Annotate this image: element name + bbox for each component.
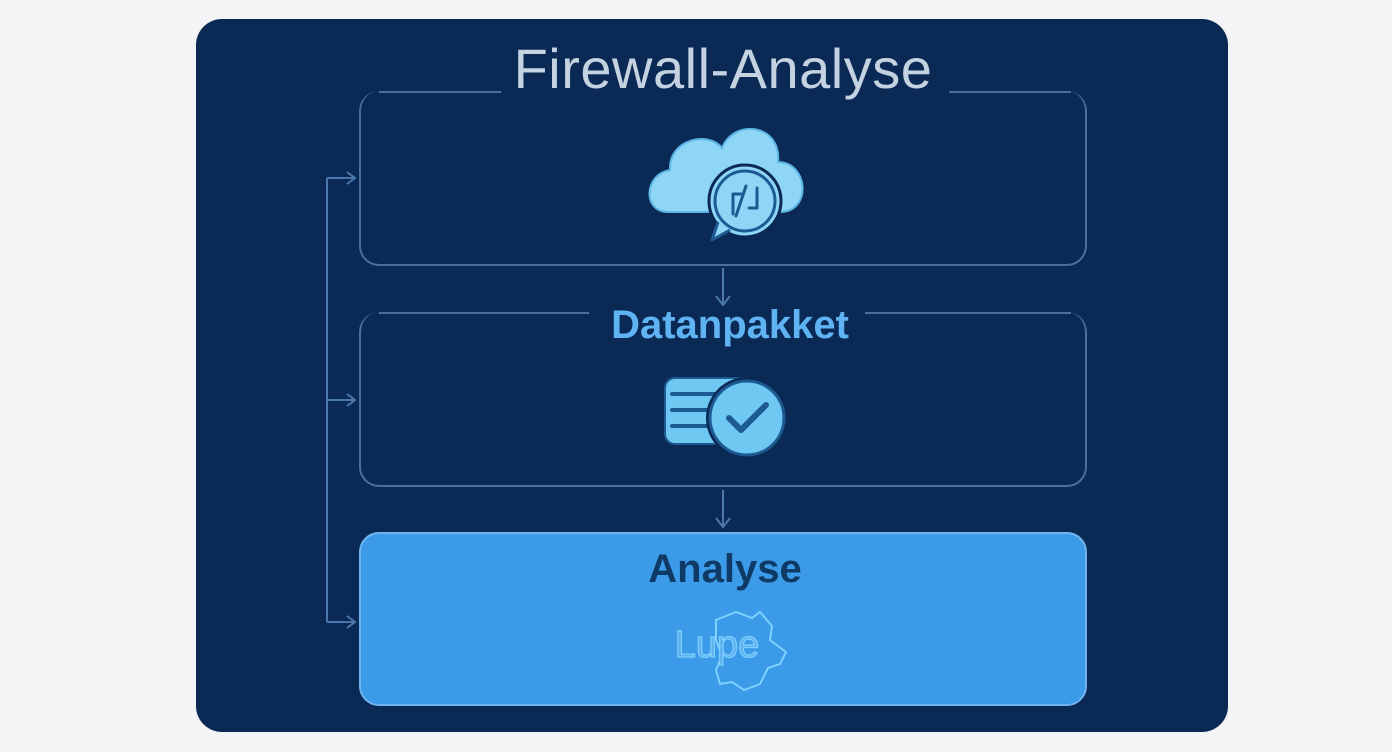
stage-box-cloud — [359, 91, 1087, 266]
stage-label-datanpakket: Datanpakket — [611, 303, 849, 347]
stage-box-analyse — [359, 532, 1087, 706]
flow-arrow-2 — [715, 490, 731, 529]
cloud-network-icon — [648, 128, 804, 242]
stage-label-analyse: Analyse — [648, 547, 802, 591]
stage-box-datanpakket — [359, 312, 1087, 487]
diagram-title: Firewall-Analyse — [513, 37, 933, 100]
feedback-connector — [326, 177, 354, 623]
flow-arrow-1 — [715, 268, 731, 307]
data-packet-check-icon — [664, 377, 788, 459]
magnifier-shape-icon — [714, 610, 788, 692]
feedback-arrowheads — [346, 171, 357, 629]
stage-icon-label-lupe: Lupe — [674, 623, 760, 666]
